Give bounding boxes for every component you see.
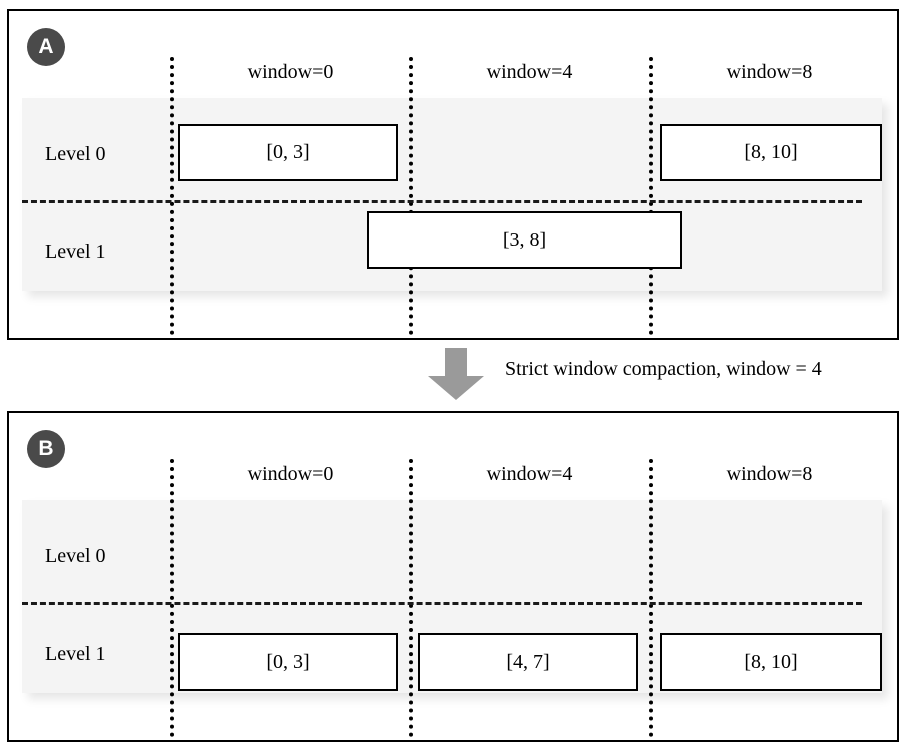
panel-a-column-label-window-4: window=4: [486, 61, 573, 83]
panel-b-level-label-1: Level 1: [45, 643, 106, 665]
panel-a-window-guide-8: [649, 57, 653, 335]
panel-b-window-guide-0: [170, 459, 174, 737]
panel-a-level-divider: [22, 200, 862, 203]
panel-b-level-label-0: Level 0: [45, 545, 106, 567]
panel-b-sstable-box[interactable]: [4, 7]: [418, 633, 638, 691]
panel-b-column-label-window-4: window=4: [486, 463, 573, 485]
panel-a-window-guide-4: [409, 57, 413, 335]
panel-a-column-label-window-8: window=8: [726, 61, 813, 83]
panel-b: B window=0 window=4 window=8 Level 0 Lev…: [7, 411, 899, 742]
panel-b-sstable-box[interactable]: [8, 10]: [660, 633, 882, 691]
panel-a-sstable-box[interactable]: [0, 3]: [178, 124, 398, 181]
panel-b-column-label-window-0: window=0: [247, 463, 334, 485]
transition-caption: Strict window compaction, window = 4: [505, 358, 822, 380]
panel-a-sstable-box[interactable]: [8, 10]: [660, 124, 882, 181]
down-arrow-icon: [428, 348, 484, 400]
panel-a: A window=0 window=4 window=8 Level 0 Lev…: [7, 9, 899, 340]
panel-a-level-label-1: Level 1: [45, 241, 106, 263]
panel-a-sstable-box[interactable]: [3, 8]: [367, 211, 682, 269]
panel-b-sstable-box[interactable]: [0, 3]: [178, 633, 398, 691]
panel-a-column-label-window-0: window=0: [247, 61, 334, 83]
panel-b-level-divider: [22, 602, 862, 605]
panel-b-badge: B: [27, 430, 65, 468]
panel-b-window-guide-8: [649, 459, 653, 737]
panel-a-badge: A: [27, 28, 65, 66]
panel-a-level-label-0: Level 0: [45, 143, 106, 165]
panel-b-column-label-window-8: window=8: [726, 463, 813, 485]
panel-a-window-guide-0: [170, 57, 174, 335]
panel-b-window-guide-4: [409, 459, 413, 737]
transition-row: Strict window compaction, window = 4: [0, 344, 906, 408]
